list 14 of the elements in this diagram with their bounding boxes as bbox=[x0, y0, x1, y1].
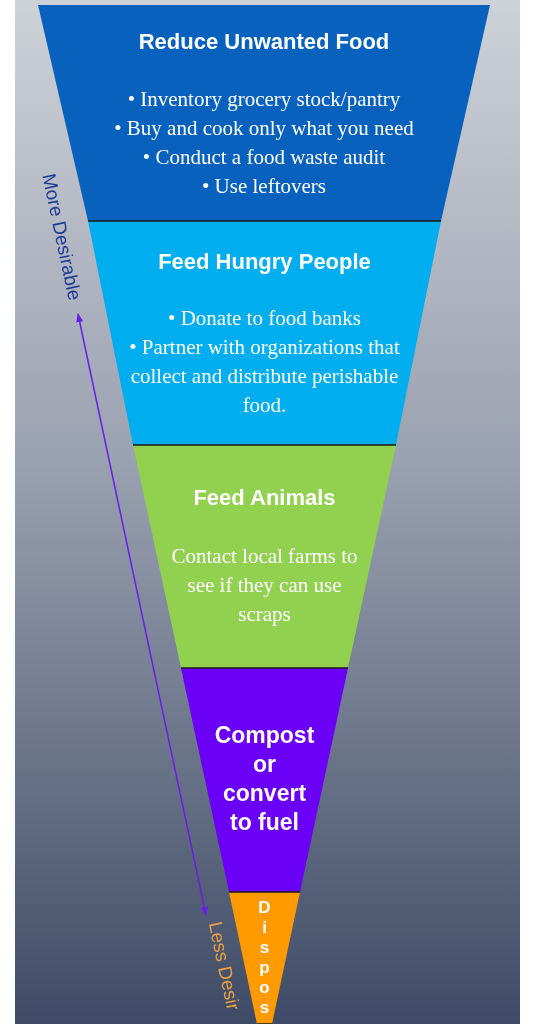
tier-text: • Donate to food banks bbox=[168, 305, 361, 332]
tier-text: Contact local farms to see if they can use scraps bbox=[170, 543, 359, 628]
scale-label: Less Desir bbox=[203, 919, 244, 1013]
tier-heading: Reduce Unwanted Food bbox=[138, 28, 390, 56]
tier-text: • Conduct a food waste audit bbox=[142, 144, 386, 171]
tier-heading: Feed Animals bbox=[193, 484, 336, 512]
tier-text: • Inventory grocery stock/pantry bbox=[127, 86, 401, 113]
tier-heading: Feed Hungry People bbox=[158, 248, 371, 276]
tier-text: • Use leftovers bbox=[202, 173, 326, 200]
tier-heading: Dispos bbox=[257, 898, 272, 1018]
tier-heading: Compost or convert to fuel bbox=[213, 721, 316, 837]
tier-text: • Buy and cook only what you need bbox=[114, 115, 414, 142]
scale-label: More Desirable bbox=[36, 171, 86, 303]
tier-text: • Partner with organizations that collect and distribute perishable food. bbox=[128, 334, 401, 419]
